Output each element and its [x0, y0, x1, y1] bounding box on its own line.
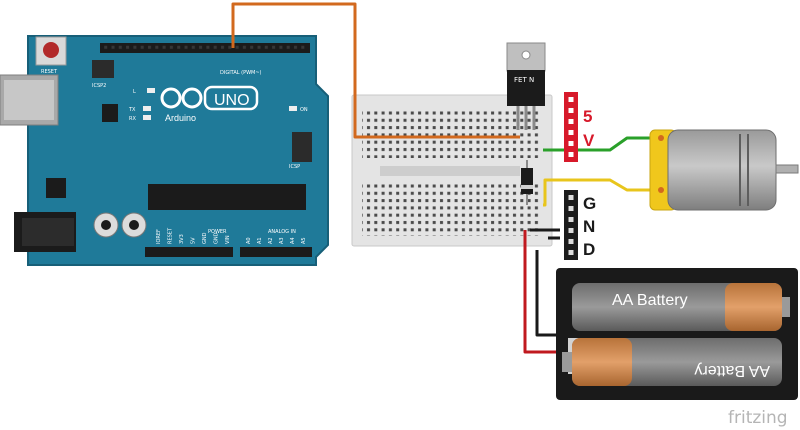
- wire-red-battery: [523, 230, 560, 354]
- breadboard-top-holes: [362, 110, 542, 158]
- reset-button[interactable]: [35, 36, 67, 66]
- header-gnd: [564, 190, 578, 260]
- wire-green-motor: [543, 136, 660, 152]
- fritzing-logo: fritzing: [728, 408, 788, 428]
- power-pin-label-1: RESET: [168, 227, 174, 244]
- header-5v-pin-4: [568, 141, 574, 146]
- header-gnd-pin-3: [568, 228, 574, 233]
- analog-pin-label-1: A1: [257, 237, 263, 244]
- header-gnd-label-2: N: [583, 217, 595, 236]
- breadboard-center-channel: [380, 166, 520, 176]
- header-gnd-label-3: D: [583, 240, 595, 259]
- led-l: [147, 88, 155, 93]
- header-gnd-pin-4: [568, 239, 574, 244]
- analog-pin-label-3: A3: [279, 237, 285, 244]
- header-5v-pin-2: [568, 119, 574, 124]
- power-header: [145, 247, 233, 257]
- usb-chip: [102, 104, 118, 122]
- header-5v: [564, 92, 578, 162]
- power-pin-label-6: VIN: [225, 235, 231, 244]
- header-gnd-label-1: G: [583, 194, 596, 213]
- icsp2-header: [92, 60, 114, 78]
- analog-pin-labels: A0 A1 A2 A3 A4 A5: [246, 237, 307, 244]
- power-header-label: POWER: [208, 229, 227, 235]
- analog-pin-label-4: A4: [290, 237, 296, 244]
- led-tx-label: TX: [128, 107, 136, 113]
- analog-pin-label-5: A5: [301, 237, 307, 244]
- led-l-label: L: [133, 89, 136, 95]
- led-tx: [143, 106, 151, 111]
- motor-shaft: [775, 164, 799, 174]
- battery-cell-bottom: [562, 338, 782, 386]
- battery-bottom-label: AA Battery: [694, 362, 770, 379]
- digital-header-label: DIGITAL (PWM~): [220, 70, 262, 76]
- voltage-regulator: [46, 178, 66, 198]
- breadboard-bottom-holes: [362, 184, 542, 236]
- header-5v-label-2: V: [583, 131, 595, 150]
- wire-signal-orange: [231, 2, 520, 139]
- diode: [521, 160, 533, 205]
- analog-pin-label-0: A0: [246, 237, 252, 244]
- power-pin-labels: IOREF RESET 3V3 5V GND GND VIN: [156, 227, 231, 244]
- header-gnd-pin-1: [568, 206, 574, 211]
- led-rx: [143, 115, 151, 120]
- wire-yellow-motor: [543, 178, 660, 207]
- power-pin-label-5: GND: [214, 232, 220, 244]
- breadboard: [351, 94, 553, 247]
- header-5v-pin-0: [568, 97, 574, 102]
- icsp-label: ICSP: [289, 164, 300, 170]
- power-pin-label-3: 5V: [191, 237, 197, 244]
- battery-cell-top: [572, 283, 790, 331]
- analog-header: [240, 247, 312, 257]
- header-5v-pin-1: [568, 108, 574, 113]
- arduino-uno-board: RESET ICSP2 DIGITAL (PWM~) L TX RX UNO A…: [0, 35, 329, 266]
- power-pin-label-2: 3V3: [179, 234, 185, 244]
- mosfet-transistor: [506, 42, 546, 130]
- icsp-header: [292, 132, 312, 162]
- header-5v-pin-5: [568, 152, 574, 157]
- reset-label: RESET: [41, 69, 58, 75]
- header-gnd-pin-0: [568, 195, 574, 200]
- header-gnd-pin-2: [568, 217, 574, 222]
- atmega-chip: [148, 184, 306, 210]
- header-gnd-pin-5: [568, 250, 574, 255]
- icsp2-label: ICSP2: [92, 83, 106, 89]
- power-pin-label-4: GND: [202, 232, 208, 244]
- arduino-logo: [160, 85, 259, 111]
- battery-top-label: AA Battery: [612, 292, 688, 309]
- wire-black-battery: [535, 250, 560, 337]
- brand-label: Arduino: [165, 113, 196, 123]
- header-5v-label-1: 5: [583, 107, 592, 126]
- header-5v-pin-3: [568, 130, 574, 135]
- dc-motor: [649, 129, 799, 211]
- transistor-label: FET N: [514, 76, 534, 84]
- led-on: [289, 106, 297, 111]
- led-rx-label: RX: [129, 116, 136, 122]
- power-pin-label-0: IOREF: [156, 229, 162, 244]
- model-label: UNO: [214, 92, 250, 109]
- analog-header-label: ANALOG IN: [268, 229, 296, 235]
- analog-pin-label-2: A2: [268, 237, 274, 244]
- on-label: ON: [300, 107, 308, 113]
